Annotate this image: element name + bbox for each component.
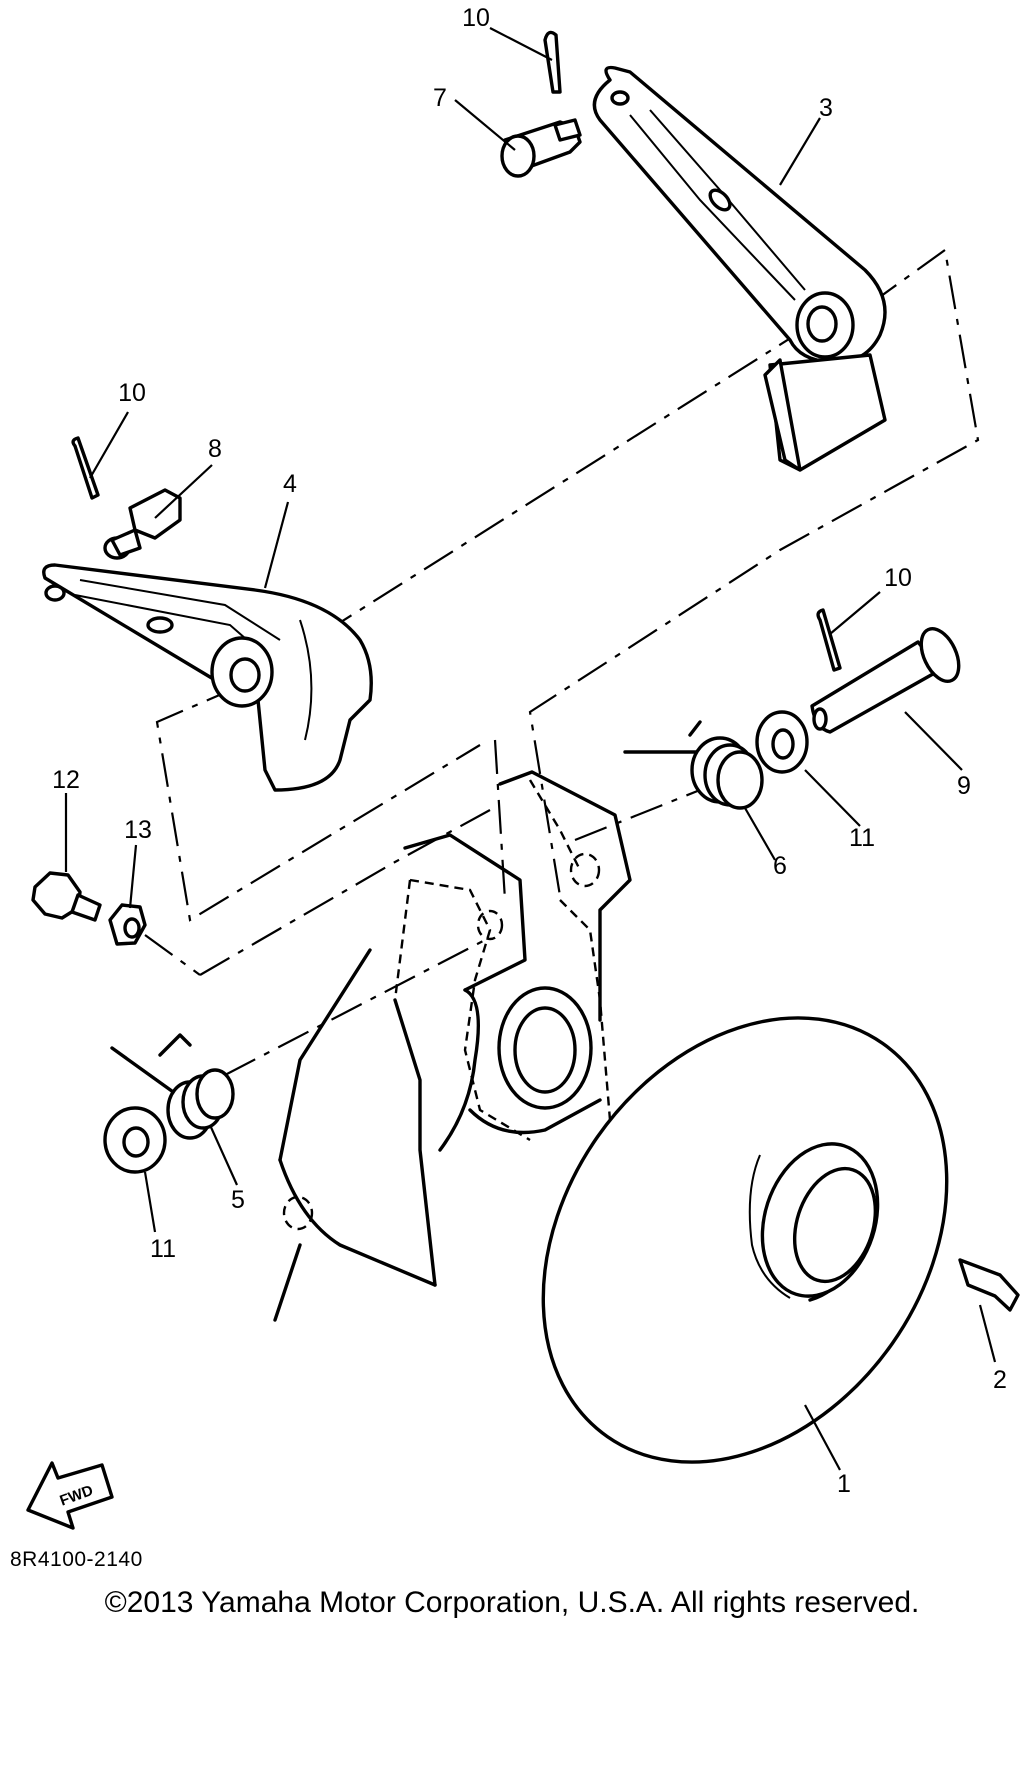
diagram-code: 8R4100-2140 — [10, 1548, 143, 1571]
callout-9: 9 — [957, 772, 971, 800]
part-9-clevis-pin — [810, 627, 961, 734]
leader-lines — [64, 27, 997, 1471]
part-2-key — [958, 1258, 1020, 1312]
part-13-nut — [108, 903, 147, 946]
part-8-pin — [103, 488, 182, 560]
callout-13: 13 — [124, 816, 152, 844]
callout-3: 3 — [819, 94, 833, 122]
part-4-lower-arm — [42, 563, 373, 792]
part-1-sheave-disc — [541, 1016, 949, 1464]
callout-8: 8 — [208, 435, 222, 463]
copyright-notice: ©2013 Yamaha Motor Corporation, U.S.A. A… — [104, 1586, 920, 1619]
callout-12: 12 — [52, 766, 80, 794]
callout-7: 7 — [433, 84, 447, 112]
bracket-housing — [273, 770, 632, 1322]
callout-11: 11 — [849, 824, 875, 852]
part-6-spring — [623, 720, 764, 810]
callout-4: 4 — [283, 470, 297, 498]
callout-5: 5 — [231, 1186, 245, 1214]
callout-10: 10 — [462, 4, 490, 32]
callout-1: 1 — [837, 1470, 851, 1498]
part-11-washers — [103, 710, 809, 1174]
callout-2: 2 — [993, 1366, 1007, 1394]
fwd-arrow-icon: FWD — [26, 1461, 114, 1530]
part-5-spring — [110, 1033, 235, 1140]
callout-10: 10 — [118, 379, 146, 407]
part-12-bolt — [31, 871, 102, 922]
part-3-upper-arm — [592, 65, 887, 472]
callout-10: 10 — [884, 564, 912, 592]
callout-11: 11 — [150, 1235, 176, 1263]
callout-6: 6 — [773, 852, 787, 880]
callout-labels: 10 7 3 10 8 4 10 9 11 6 12 13 5 11 2 1 — [52, 4, 1007, 1498]
part-10-cotter-pins — [71, 30, 842, 672]
